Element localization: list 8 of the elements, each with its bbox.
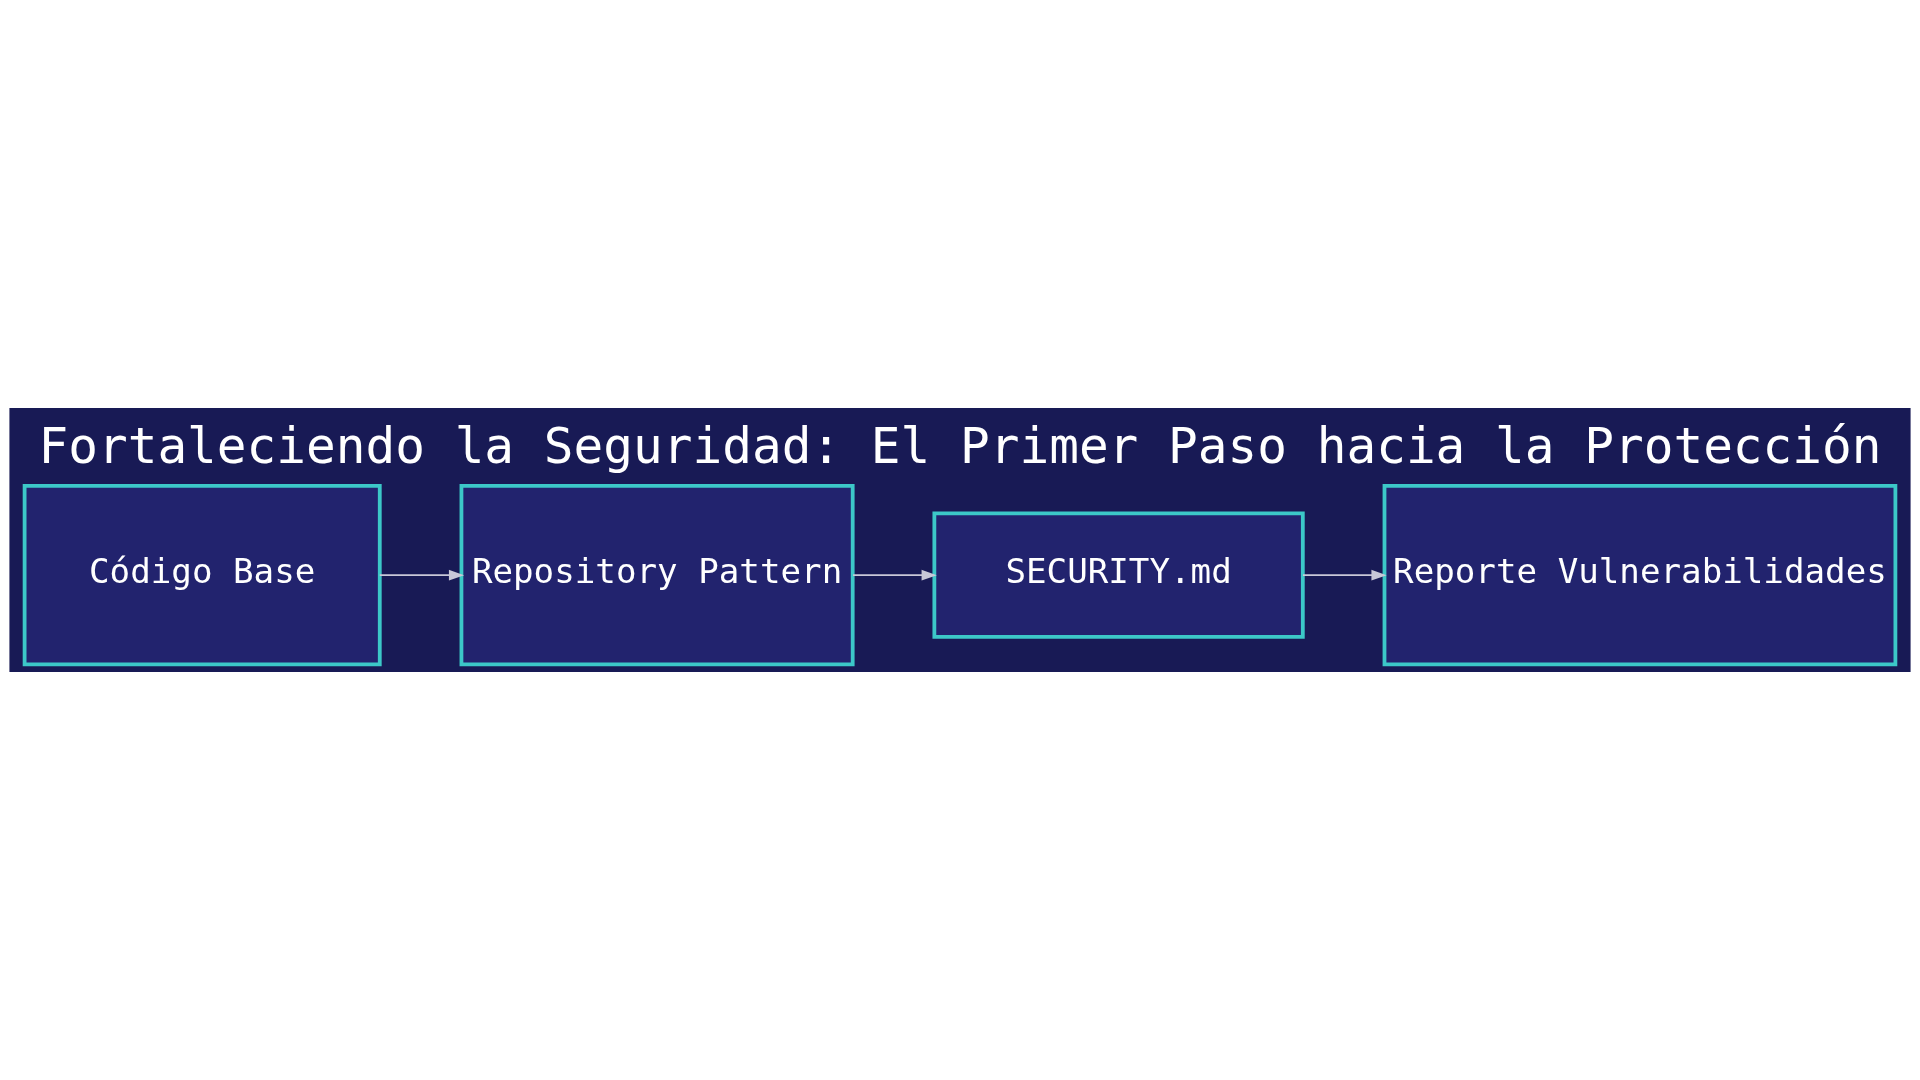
node-box: SECURITY.md xyxy=(932,511,1305,639)
arrow xyxy=(378,569,465,581)
node-box: Reporte Vulnerabilidades xyxy=(1382,483,1898,667)
diagram-title: Fortaleciendo la Seguridad: El Primer Paso hacia la Protección xyxy=(38,416,1882,475)
node-box: Código Base xyxy=(22,483,382,667)
arrow xyxy=(852,569,937,581)
node-box: Repository Pattern xyxy=(459,483,855,667)
arrow xyxy=(1302,569,1387,581)
